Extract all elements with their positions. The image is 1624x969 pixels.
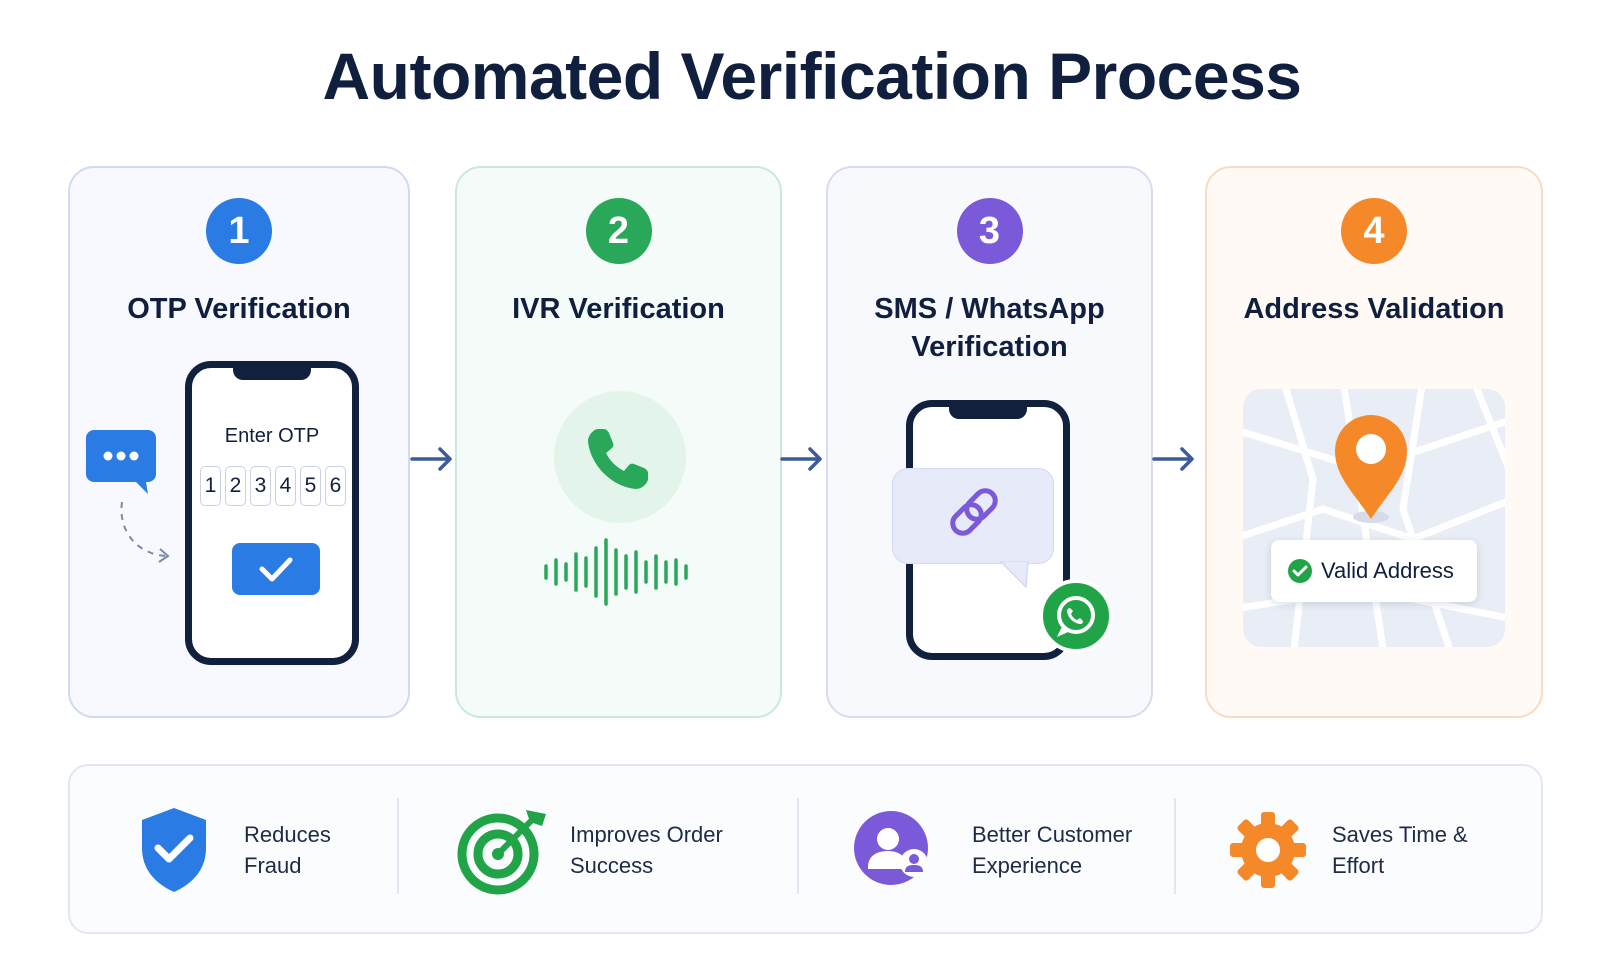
benefit-text-line: Fraud (244, 853, 302, 878)
flow-arrow-icon (410, 447, 452, 471)
whatsapp-icon (1039, 579, 1113, 653)
benefit-text-line: Improves Order (570, 822, 723, 847)
otp-digit[interactable]: 4 (275, 466, 296, 506)
otp-digit[interactable]: 2 (225, 466, 246, 506)
divider (797, 798, 799, 894)
step-title: Address Validation (1243, 293, 1505, 325)
divider (1174, 798, 1176, 894)
step-number: 2 (585, 198, 652, 264)
benefit-text-line: Experience (972, 853, 1083, 878)
step-card-sms-whatsapp: 3 SMS / WhatsApp Verification (826, 166, 1153, 718)
benefit-order-success: Improves Order Success (456, 802, 760, 898)
flow-arrow-icon (780, 447, 822, 471)
divider (397, 798, 399, 894)
otp-digits: 1 2 3 4 5 6 (200, 466, 346, 506)
step-number: 3 (956, 198, 1023, 264)
phone-otp: Enter OTP 1 2 3 4 5 6 (185, 361, 359, 665)
phone-notch (233, 366, 311, 380)
benefit-text-line: Better Customer (972, 822, 1133, 847)
benefit-reduces-fraud: Reduces Fraud (136, 802, 434, 898)
check-circle-icon (1288, 559, 1312, 583)
flow-arrow-icon (1152, 447, 1194, 471)
step-card-ivr: 2 IVR Verification (455, 166, 782, 718)
customer-icon (854, 811, 928, 885)
benefit-text-line: Reduces (244, 822, 331, 847)
page-title: Automated Verification Process (322, 39, 1302, 113)
step-title: SMS / WhatsApp Verification (874, 293, 1105, 363)
sound-wave-icon (544, 538, 688, 606)
otp-label: Enter OTP (224, 425, 320, 447)
benefit-text-line: Saves Time & (1332, 822, 1468, 847)
gear-icon (1230, 812, 1306, 888)
benefit-saves-time: Saves Time & Effort (1228, 802, 1522, 898)
phone-call-icon (554, 391, 686, 523)
valid-address-badge: Valid Address (1271, 540, 1477, 602)
benefit-customer-experience: Better Customer Experience (852, 802, 1162, 898)
otp-digit[interactable]: 6 (325, 466, 346, 506)
chat-bubble-icon (86, 430, 170, 563)
step-title: OTP Verification (127, 293, 351, 325)
valid-address-label: Valid Address (1321, 558, 1454, 583)
step-card-otp: 1 OTP Verification Enter OTP 1 2 3 4 5 6 (68, 166, 410, 718)
map-illustration (1243, 389, 1505, 647)
bubble-tail-icon (1000, 561, 1029, 589)
step-title: IVR Verification (512, 293, 725, 325)
otp-submit-button[interactable] (232, 543, 320, 595)
phone-notch (949, 405, 1027, 419)
otp-digit[interactable]: 3 (250, 466, 271, 506)
benefit-text-line: Success (570, 853, 654, 878)
step-card-address: 4 Address Validation Valid Address (1205, 166, 1543, 718)
message-bubble (892, 468, 1054, 564)
step-number: 1 (206, 198, 272, 264)
shield-check-icon (142, 808, 206, 892)
step-number: 4 (1341, 198, 1407, 264)
benefit-text-line: Effort (1332, 853, 1385, 878)
benefits-panel: Reduces Fraud Improves Order Success Be (68, 764, 1543, 934)
otp-digit[interactable]: 1 (200, 466, 221, 506)
otp-digit[interactable]: 5 (300, 466, 321, 506)
target-icon (457, 810, 546, 895)
link-icon (950, 488, 998, 536)
checkmark-icon (259, 557, 293, 582)
